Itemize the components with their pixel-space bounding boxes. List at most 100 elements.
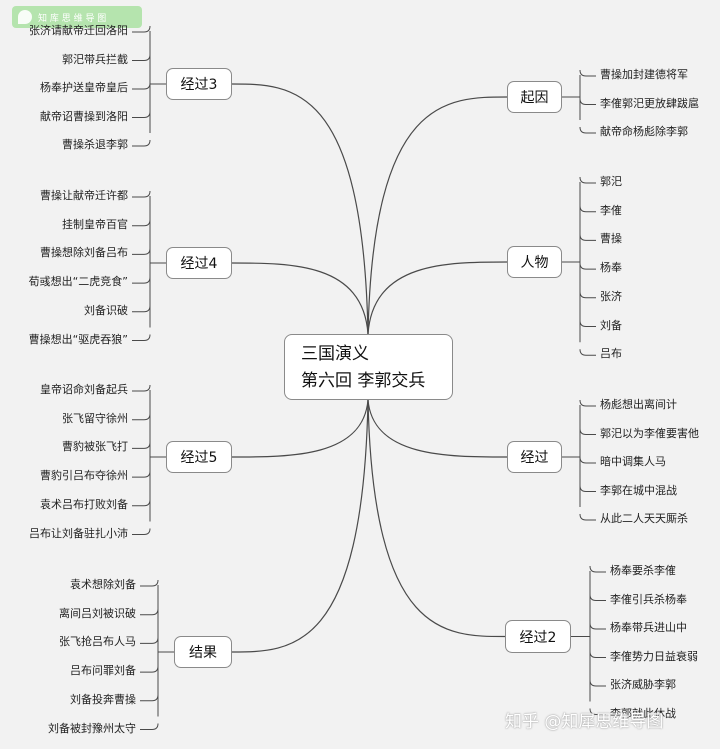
connector-line (132, 305, 151, 313)
root-node[interactable]: 三国演义 第六回 李郭交兵 (284, 334, 453, 400)
connector-line (140, 666, 159, 673)
leaf-item-jieguo-1[interactable]: 离间吕刘被识破 (59, 606, 136, 620)
connector-line (132, 111, 151, 118)
leaf-item-jingguo-0[interactable]: 杨彪想出离间计 (600, 398, 677, 411)
leaf-item-jingguo4-1[interactable]: 挂制皇帝百官 (62, 217, 128, 231)
connector-line (579, 205, 596, 213)
connector-line (589, 651, 606, 658)
watermark: 知乎 @知犀思维导图 (505, 712, 664, 732)
leaf-item-jingguo5-0[interactable]: 皇帝诏命刘备起兵 (40, 383, 128, 396)
connector-line (132, 413, 151, 421)
branch-node-jingguo[interactable]: 经过 (507, 441, 562, 473)
connector-line (140, 694, 159, 702)
connector-line (140, 637, 159, 644)
root-title: 三国演义 (301, 344, 369, 364)
leaf-item-jingguo5-5[interactable]: 吕布让刘备驻扎小沛 (29, 526, 128, 540)
connector-line (132, 248, 151, 255)
leaf-item-jingguo-4[interactable]: 从此二人天天厮杀 (600, 512, 688, 525)
connector-line (132, 384, 151, 392)
leaf-item-jingguo-2[interactable]: 暗中调集人马 (600, 455, 666, 468)
badge-text: 知 库 思 维 导 图 (38, 13, 107, 24)
leaf-item-renwu-0[interactable]: 郭汜 (600, 175, 622, 188)
leaf-item-jingguo2-3[interactable]: 李傕势力日益衰弱 (610, 649, 698, 663)
branch-node-jieguo[interactable]: 结果 (174, 636, 232, 668)
connector-line (367, 261, 508, 335)
connector-line (589, 622, 606, 630)
connector-line (579, 291, 596, 299)
leaf-item-jingguo-3[interactable]: 李郭在城中混战 (600, 483, 677, 497)
connector-line (367, 399, 508, 458)
connector-line (132, 54, 151, 61)
connector-line (132, 139, 151, 147)
leaf-item-qiyin-1[interactable]: 李傕郭汜更放肆跋扈 (600, 96, 699, 110)
leaf-item-jingguo5-4[interactable]: 袁术吕布打败刘备 (40, 497, 128, 511)
connector-line (231, 399, 369, 458)
connector-line (132, 277, 151, 284)
leaf-item-renwu-1[interactable]: 李傕 (600, 203, 622, 217)
leaf-item-renwu-2[interactable]: 曹操 (600, 232, 622, 246)
app-logo-badge: 知 库 思 维 导 图 (12, 6, 142, 28)
connector-line (367, 399, 506, 638)
leaf-item-jingguo2-4[interactable]: 张济威胁李郭 (610, 678, 676, 691)
leaf-item-jingguo3-3[interactable]: 献帝诏曹操到洛阳 (40, 109, 128, 123)
leaf-item-jieguo-2[interactable]: 张飞抢吕布人马 (59, 635, 136, 649)
connector-line (579, 98, 596, 105)
connector-line (579, 126, 596, 134)
connector-line (231, 399, 369, 653)
leaf-item-jingguo2-1[interactable]: 李傕引兵杀杨奉 (610, 592, 687, 606)
connector-line (132, 25, 151, 33)
branch-node-jingguo4[interactable]: 经过4 (166, 247, 232, 279)
branch-node-jingguo2[interactable]: 经过2 (505, 620, 571, 653)
leaf-item-jingguo2-0[interactable]: 杨奉要杀李傕 (610, 564, 676, 577)
connector-line (589, 708, 606, 715)
connector-line (367, 96, 508, 335)
leaf-item-renwu-6[interactable]: 吕布 (600, 347, 622, 361)
leaf-item-jingguo5-1[interactable]: 张飞留守徐州 (62, 411, 128, 425)
leaf-item-jieguo-0[interactable]: 袁术想除刘备 (70, 578, 136, 591)
leaf-item-jingguo2-5[interactable]: 李郭就此休战 (610, 706, 676, 720)
connector-line (579, 320, 596, 327)
leaf-item-jingguo3-4[interactable]: 曹操杀退李郭 (62, 138, 128, 151)
leaf-item-jingguo5-2[interactable]: 曹豹被张飞打 (62, 440, 128, 454)
leaf-item-jingguo4-3[interactable]: 荀彧想出“二虎竞食” (28, 275, 128, 289)
leaf-item-jingguo2-2[interactable]: 杨奉带兵进山中 (610, 621, 687, 634)
connector-line (231, 262, 369, 335)
connector-line (579, 263, 596, 270)
connector-line (132, 442, 151, 449)
connector-line (579, 513, 596, 521)
connector-line (132, 190, 151, 198)
leaf-item-jingguo-1[interactable]: 郭汜以为李傕要害他 (600, 426, 699, 440)
leaf-item-jieguo-5[interactable]: 刘备被封豫州太守 (48, 721, 136, 735)
leaf-item-jingguo4-4[interactable]: 刘备识破 (84, 303, 128, 317)
leaf-item-jingguo4-5[interactable]: 曹操想出“驱虎吞狼” (28, 332, 128, 346)
connector-line (579, 69, 596, 77)
leaf-item-jingguo3-1[interactable]: 郭汜带兵拦截 (62, 52, 128, 66)
leaf-item-jieguo-4[interactable]: 刘备投奔曹操 (70, 692, 136, 706)
connector-line (140, 608, 159, 616)
leaf-item-jingguo4-2[interactable]: 曹操想除刘备吕布 (40, 246, 128, 260)
connector-line (132, 499, 151, 507)
leaf-item-jingguo3-2[interactable]: 杨奉护送皇帝皇后 (40, 81, 128, 94)
connector-line (231, 83, 369, 335)
leaf-item-renwu-4[interactable]: 张济 (600, 289, 622, 303)
branch-node-jingguo3[interactable]: 经过3 (166, 68, 232, 100)
leaf-item-jingguo4-0[interactable]: 曹操让献帝迁许都 (40, 189, 128, 202)
connector-line (579, 399, 596, 407)
leaf-logo-icon (18, 10, 32, 24)
connector-line (579, 349, 596, 356)
leaf-item-jingguo3-0[interactable]: 张济请献帝迁回洛阳 (29, 24, 128, 37)
root-subtitle: 第六回 李郭交兵 (301, 371, 426, 391)
connector-line (132, 334, 151, 341)
leaf-item-renwu-5[interactable]: 刘备 (600, 318, 622, 332)
leaf-item-qiyin-2[interactable]: 献帝命杨彪除李郭 (600, 125, 688, 138)
branch-node-qiyin[interactable]: 起因 (507, 81, 562, 113)
leaf-item-renwu-3[interactable]: 杨奉 (600, 261, 622, 275)
leaf-item-qiyin-0[interactable]: 曹操加封建德将军 (600, 68, 688, 81)
leaf-item-jingguo5-3[interactable]: 曹豹引吕布夺徐州 (40, 469, 128, 483)
leaf-item-jieguo-3[interactable]: 吕布问罪刘备 (70, 664, 136, 678)
branch-node-jingguo5[interactable]: 经过5 (166, 441, 232, 473)
connector-line (589, 594, 606, 601)
connector-line (579, 456, 596, 464)
branch-node-renwu[interactable]: 人物 (507, 246, 562, 278)
